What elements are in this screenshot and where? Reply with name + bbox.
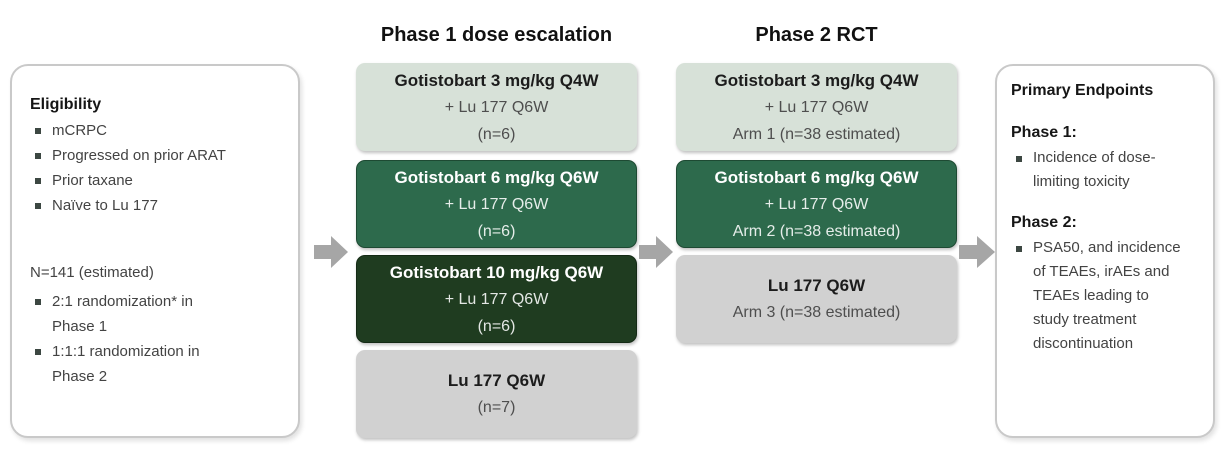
phase2-arm-box: Gotistobart 3 mg/kg Q4W + Lu 177 Q6W Arm… bbox=[676, 63, 957, 151]
phase2-arm-box: Gotistobart 6 mg/kg Q6W + Lu 177 Q6W Arm… bbox=[676, 160, 957, 248]
phase1-arm-box: Gotistobart 10 mg/kg Q6W + Lu 177 Q6W (n… bbox=[356, 255, 637, 343]
arm-dose-label: Gotistobart 6 mg/kg Q6W bbox=[394, 167, 599, 187]
eligibility-criteria-list: mCRPC Progressed on prior ARAT Prior tax… bbox=[30, 118, 280, 218]
list-item: Naïve to Lu 177 bbox=[30, 193, 280, 218]
primary-endpoints-panel: Primary Endpoints Phase 1: Incidence of … bbox=[995, 64, 1215, 438]
list-item: mCRPC bbox=[30, 118, 280, 143]
phase1-arm-box: Gotistobart 6 mg/kg Q6W + Lu 177 Q6W (n=… bbox=[356, 160, 637, 248]
randomization-list: 2:1 randomization* in Phase 1 1:1:1 rand… bbox=[30, 289, 280, 389]
arm-combo-label: + Lu 177 Q6W bbox=[444, 195, 549, 213]
endpoints-title: Primary Endpoints bbox=[1011, 82, 1154, 99]
arm-combo-label: + Lu 177 Q6W bbox=[444, 290, 549, 308]
arm-dose-label: Gotistobart 3 mg/kg Q4W bbox=[714, 70, 919, 90]
arm-combo-label: + Lu 177 Q6W bbox=[764, 98, 869, 116]
eligibility-title: Eligibility bbox=[30, 96, 102, 113]
list-item: Progressed on prior ARAT bbox=[30, 143, 280, 168]
arm-n-label: (n=6) bbox=[477, 222, 516, 240]
arm-combo-label: + Lu 177 Q6W bbox=[444, 98, 549, 116]
endpoints-phase1-label: Phase 1: bbox=[1011, 124, 1077, 141]
phase1-arm-box: Gotistobart 3 mg/kg Q4W + Lu 177 Q6W (n=… bbox=[356, 63, 637, 151]
arm-n-label: Arm 2 (n=38 estimated) bbox=[732, 222, 901, 240]
endpoints-phase2-label: Phase 2: bbox=[1011, 214, 1077, 231]
enrollment-estimate: N=141 (estimated) bbox=[30, 264, 154, 281]
list-item: PSA50, and incidence of TEAEs, irAEs and… bbox=[1011, 236, 1183, 356]
arm-n-label: Arm 1 (n=38 estimated) bbox=[732, 125, 901, 143]
arm-dose-label: Gotistobart 3 mg/kg Q4W bbox=[394, 70, 599, 90]
phase1-control-box: Lu 177 Q6W (n=7) bbox=[356, 350, 637, 438]
right-arrow-icon bbox=[959, 236, 995, 268]
phase1-header: Phase 1 dose escalation bbox=[380, 24, 613, 46]
phase2-header: Phase 2 RCT bbox=[755, 24, 878, 46]
arm-dose-label: Lu 177 Q6W bbox=[447, 371, 546, 390]
arm-n-label: (n=6) bbox=[477, 125, 516, 143]
arm-n-label: Arm 3 (n=38 estimated) bbox=[732, 304, 901, 321]
arm-n-label: (n=7) bbox=[477, 399, 516, 416]
right-arrow-icon bbox=[314, 236, 348, 268]
phase2-control-box: Lu 177 Q6W Arm 3 (n=38 estimated) bbox=[676, 255, 957, 343]
eligibility-panel: Eligibility mCRPC Progressed on prior AR… bbox=[10, 64, 300, 438]
right-arrow-icon bbox=[639, 236, 673, 268]
arm-dose-label: Lu 177 Q6W bbox=[767, 276, 866, 295]
endpoints-phase1-list: Incidence of dose-limiting toxicity bbox=[1011, 146, 1199, 194]
endpoints-phase2-list: PSA50, and incidence of TEAEs, irAEs and… bbox=[1011, 236, 1199, 356]
arm-dose-label: Gotistobart 6 mg/kg Q6W bbox=[714, 167, 919, 187]
list-item: Prior taxane bbox=[30, 168, 280, 193]
list-item: 2:1 randomization* in Phase 1 bbox=[30, 289, 227, 339]
arm-n-label: (n=6) bbox=[477, 317, 516, 335]
list-item: Incidence of dose-limiting toxicity bbox=[1011, 146, 1168, 194]
arm-dose-label: Gotistobart 10 mg/kg Q6W bbox=[389, 262, 604, 282]
list-item: 1:1:1 randomization in Phase 2 bbox=[30, 339, 227, 389]
arm-combo-label: + Lu 177 Q6W bbox=[764, 195, 869, 213]
